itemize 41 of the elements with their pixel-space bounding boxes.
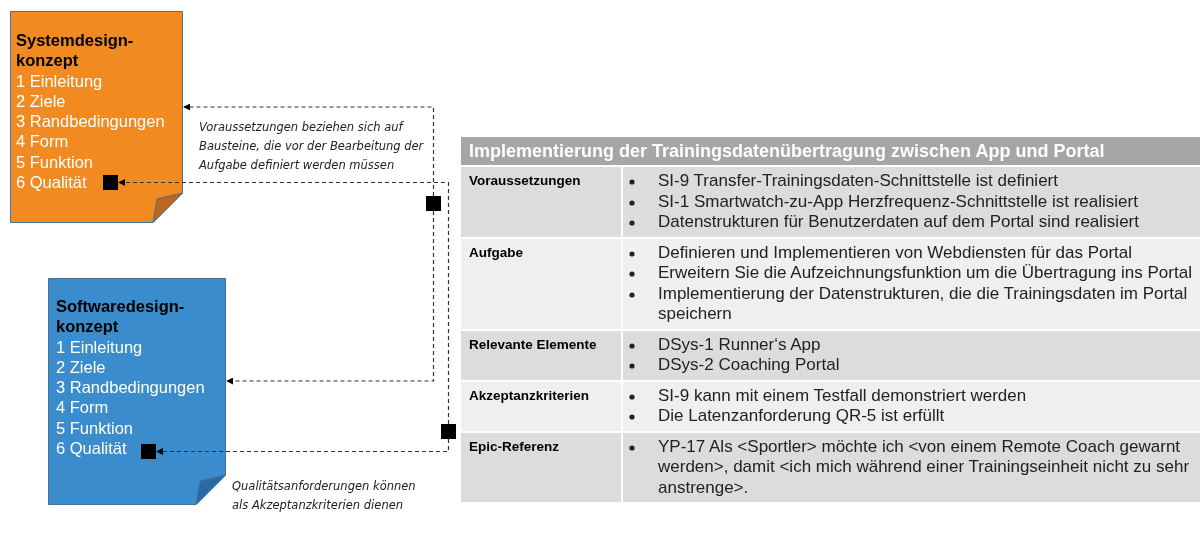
bullet-text: SI-9 Transfer-Trainingsdaten-Schnittstelle ist definiert: [658, 171, 1058, 190]
row-heading: Voraussetzungen: [461, 167, 623, 237]
row-heading: Relevante Elemente: [461, 330, 623, 380]
anchor-square: [426, 196, 441, 211]
section-item: 3 Randbedingungen: [16, 111, 165, 132]
document-title: Softwaredesign-konzept: [56, 296, 186, 337]
row-heading: Aufgabe: [461, 238, 623, 329]
annotation-note: Voraussetzungen beziehen sich auf Bausteine, die vor der Bearbeitung der Aufgabe definiert werden müssen: [199, 119, 425, 174]
section-item: 1 Einleitung: [56, 336, 143, 357]
bullet-text: SI-1 Smartwatch-zu-App Herzfrequenz-Schnittstelle ist realisiert: [658, 191, 1138, 211]
anchor-square: [441, 424, 456, 439]
section-item: 3 Randbedingungen: [56, 377, 205, 398]
dashed-arrow: [183, 103, 435, 197]
section-item: 4 Form: [16, 131, 69, 152]
section-item: 4 Form: [56, 397, 109, 418]
bullet-text: YP-17 Als <Sportler> möchte ich <von einem Remote Coach gewarnt werden>, damit <ich mich während einer Trainingseinheit nicht zu sehr anstrenge>.: [658, 436, 1190, 497]
dashed-arrow: [226, 210, 435, 385]
bullet-text: Implementierung der Datenstrukturen, die die Trainingsdaten im Portal speichern: [658, 283, 1188, 323]
bullet-text: Datenstrukturen für Benutzerdaten auf dem Portal sind realisiert: [658, 212, 1139, 231]
row-heading: Epic-Referenz: [461, 432, 623, 502]
section-item: 6 Qualität: [56, 438, 127, 459]
section-item: 1 Einleitung: [16, 70, 103, 91]
dashed-arrow: [118, 179, 450, 425]
section-item: 2 Ziele: [16, 90, 66, 112]
section-item: 5 Funktion: [16, 151, 94, 173]
annotation-note: Qualitätsanforderungen können als Akzeptanzkriterien dienen: [232, 478, 417, 514]
bullet-text: DSys-1 Runner‘s App: [658, 334, 821, 354]
section-item: 2 Ziele: [56, 356, 106, 378]
dashed-arrow: [156, 438, 450, 455]
bullet-text: SI-9 kann mit einem Testfall demonstriert werden: [658, 385, 1027, 405]
bullet-text: Erweitern Sie die Aufzeichnungsfunktion um die Übertragung ins Portal: [658, 263, 1192, 282]
anchor-square: [103, 175, 118, 190]
anchor-square: [141, 444, 156, 459]
table-header: Implementierung der Trainingsdatenübertragung zwischen App und Portal: [461, 137, 1200, 165]
section-item: 6 Qualität: [16, 172, 87, 193]
section-item: 5 Funktion: [56, 417, 134, 439]
bullet-text: DSys-2 Coaching Portal: [658, 355, 840, 374]
document-title: Systemdesign-konzept: [16, 30, 135, 71]
bullet-text: Die Latenzanforderung QR-5 ist erfüllt: [658, 406, 945, 425]
row-heading: Akzeptanzkriterien: [461, 381, 623, 431]
bullet-text: Definieren und Implementieren von Webdiensten für das Portal: [658, 242, 1133, 262]
